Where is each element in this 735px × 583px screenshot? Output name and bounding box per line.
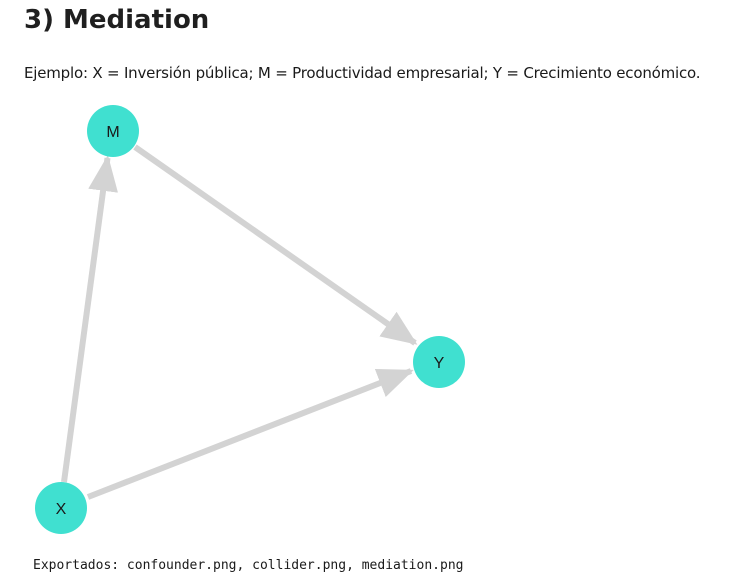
example-description: Ejemplo: X = Inversión pública; M = Prod… [24, 64, 701, 82]
node-x: X [35, 482, 87, 534]
section-heading: 3) Mediation [24, 5, 210, 35]
node-m: M [87, 105, 139, 157]
edge-x-to-m [61, 155, 118, 483]
edge-x-to-y [86, 368, 414, 500]
node-y-label: Y [434, 355, 445, 372]
node-m-label: M [106, 124, 119, 141]
node-y: Y [413, 336, 465, 388]
node-x-label: X [56, 501, 67, 518]
export-output: Exportados: confounder.png, collider.png… [33, 558, 464, 573]
edge-m-to-y [133, 144, 418, 346]
